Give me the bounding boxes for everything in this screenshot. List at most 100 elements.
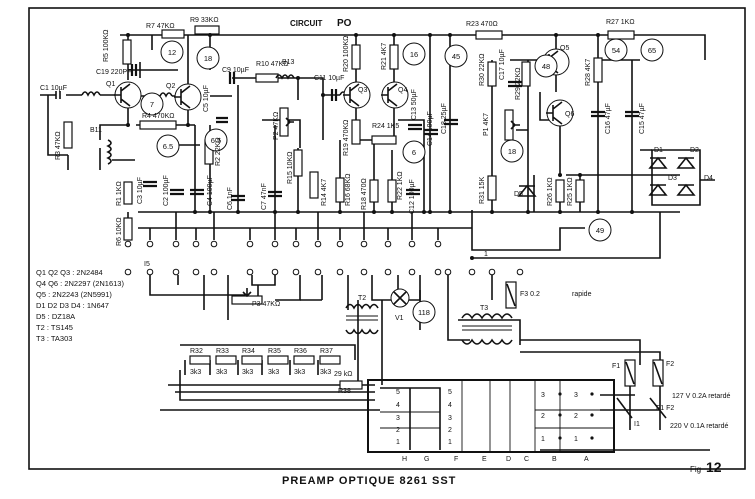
divider-resistor-name: R34 bbox=[242, 348, 255, 355]
terminal-upper bbox=[271, 240, 279, 248]
figure-number: 12 bbox=[706, 459, 722, 475]
label-r29: R29 22KΩ bbox=[515, 68, 522, 100]
junction-dot bbox=[428, 33, 432, 37]
resistor-r36 bbox=[293, 355, 315, 365]
label-d2: D2 bbox=[690, 147, 699, 154]
terminal-lower bbox=[516, 268, 524, 276]
label-f1f2: F1 F2 bbox=[656, 405, 674, 412]
label-q1: Q1 bbox=[106, 81, 115, 88]
label-c1: C1 10µF bbox=[40, 85, 67, 92]
circuit-name: PO bbox=[337, 18, 352, 29]
label-q4: Q4 bbox=[398, 87, 407, 94]
label-r14: R14 4K7 bbox=[321, 179, 328, 206]
legend-line: Q5 : 2N2243 (2N5991) bbox=[36, 290, 112, 299]
terminal-upper bbox=[124, 240, 132, 248]
divider-resistor-name: R33 bbox=[216, 348, 229, 355]
capacitor-c5 bbox=[216, 116, 228, 124]
capacitor-c16 bbox=[591, 110, 605, 118]
label-fuse-127: 127 V 0.2A retardé bbox=[672, 393, 730, 400]
terminal-lower bbox=[210, 268, 218, 276]
junction-dot bbox=[422, 210, 426, 214]
divider-resistor-name: R36 bbox=[294, 348, 307, 355]
terminal-upper bbox=[246, 240, 254, 248]
junction-dot bbox=[208, 33, 212, 37]
terminal-lower bbox=[488, 268, 496, 276]
resistor-r16 bbox=[335, 177, 345, 203]
label-r20: R20 100KΩ bbox=[343, 36, 350, 72]
resistor-r32 bbox=[189, 355, 211, 365]
label-r24: R24 1K5 bbox=[372, 123, 399, 130]
terminal-strip bbox=[124, 240, 524, 276]
capacitor-c13 bbox=[408, 123, 422, 131]
resistor-r26 bbox=[555, 179, 565, 203]
connector-mid-number: 2 bbox=[448, 427, 452, 434]
label-r5: R5 100KΩ bbox=[103, 30, 110, 62]
connector-right-number: 3 bbox=[574, 392, 578, 399]
label-c18: C18 25µF bbox=[441, 103, 448, 134]
junction-dot bbox=[428, 210, 432, 214]
terminal-lower bbox=[444, 268, 452, 276]
label-r9: R9 33KΩ bbox=[190, 17, 219, 24]
terminal-lower bbox=[336, 268, 344, 276]
junction-dot bbox=[526, 210, 530, 214]
label-c14: C14 100µF bbox=[427, 111, 434, 146]
test-point-value: 6.5 bbox=[211, 136, 221, 145]
divider-resistor-value: 3k3 bbox=[320, 369, 331, 376]
terminal-lower bbox=[384, 268, 392, 276]
coil-q1q2 bbox=[159, 92, 173, 98]
label-r7: R7 47KΩ bbox=[146, 23, 175, 30]
connector-right-number: 2 bbox=[541, 413, 545, 420]
circuit-label: CIRCUIT bbox=[290, 19, 323, 28]
capacitor-symbols bbox=[130, 64, 639, 202]
resistor-r6 bbox=[123, 217, 133, 241]
label-q6: Q6 bbox=[565, 111, 574, 118]
connector-mid-number: 1 bbox=[448, 439, 452, 446]
resistor-r20 bbox=[351, 44, 361, 70]
terminal-upper bbox=[292, 240, 300, 248]
test-point-tp118: 118 bbox=[412, 300, 436, 324]
component-labels: R7 47KΩ R9 33KΩ R5 100KΩ R3 47KΩ R4 470K… bbox=[40, 17, 730, 430]
capacitor-c14 bbox=[424, 128, 438, 136]
connector-mid-number: 3 bbox=[448, 415, 452, 422]
test-point-tp65a: 6.5 bbox=[156, 134, 180, 158]
connector-left-number: 4 bbox=[396, 402, 400, 409]
label-c17: C17 10µF bbox=[499, 49, 506, 80]
transformer-t2 bbox=[345, 303, 379, 335]
resistor-r35 bbox=[267, 355, 289, 365]
resistor-r14 bbox=[309, 171, 319, 199]
label-r22: R22 1KΩ bbox=[397, 171, 404, 200]
fuse-symbols bbox=[505, 281, 667, 419]
frame bbox=[28, 7, 746, 470]
connector-letter: F bbox=[454, 456, 458, 463]
label-r3: R3 47KΩ bbox=[55, 131, 62, 160]
label-r10: R10 47KΩ bbox=[256, 61, 288, 68]
connector-letter: E bbox=[482, 456, 487, 463]
resistor-r22 bbox=[387, 179, 397, 203]
divider-resistor-name: R35 bbox=[268, 348, 281, 355]
junction-dot bbox=[554, 33, 558, 37]
resistor-r19 bbox=[351, 119, 361, 145]
label-rail-1: 1 bbox=[484, 251, 488, 258]
junctions bbox=[126, 33, 634, 260]
terminal-lower bbox=[271, 268, 279, 276]
label-d5: D5 bbox=[514, 191, 523, 198]
label-c6: C6 1nF bbox=[227, 187, 234, 210]
junction-dot bbox=[470, 256, 474, 260]
test-point-tp16: 16 bbox=[402, 42, 426, 66]
label-d1: D1 bbox=[654, 147, 663, 154]
junction-dot bbox=[208, 210, 212, 214]
terminal-upper bbox=[192, 240, 200, 248]
legend-line: D1 D2 D3 D4 : 1N647 bbox=[36, 301, 109, 310]
label-c3: C3 10µF bbox=[137, 177, 144, 204]
legend-line: Q1 Q2 Q3 : 2N2484 bbox=[36, 268, 103, 277]
test-point-value: 6.5 bbox=[163, 142, 173, 151]
test-point-tp49: 49 bbox=[588, 218, 612, 242]
capacitor-c6 bbox=[231, 194, 245, 202]
junction-dot bbox=[392, 33, 396, 37]
terminal-upper bbox=[314, 240, 322, 248]
capacitor-c18 bbox=[444, 118, 458, 126]
pot-p1 bbox=[504, 109, 514, 141]
label-r28: R28 4K7 bbox=[585, 59, 592, 86]
